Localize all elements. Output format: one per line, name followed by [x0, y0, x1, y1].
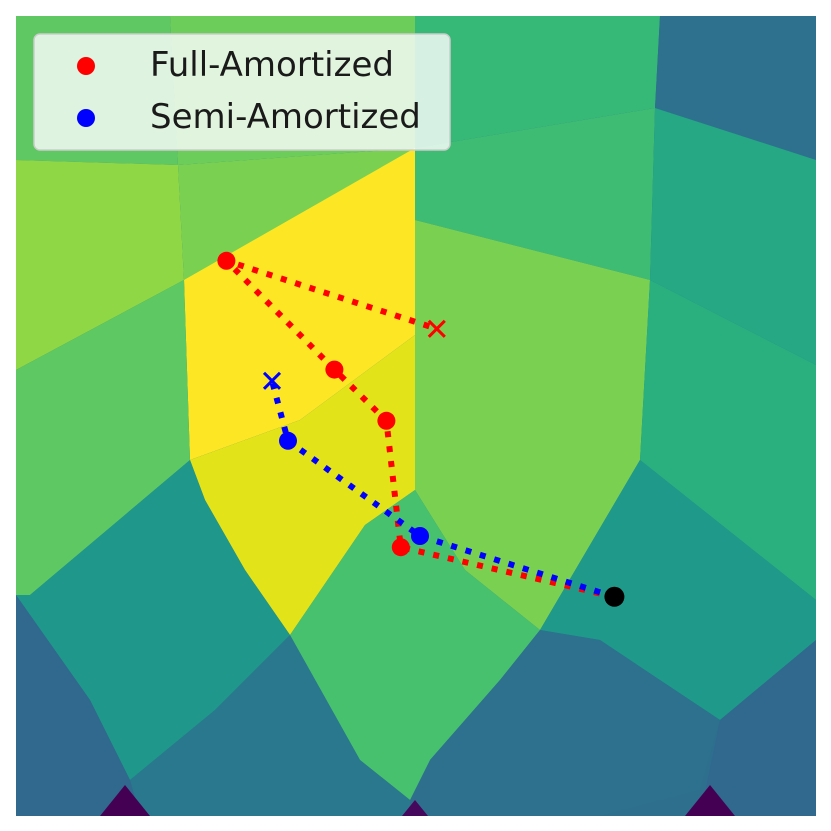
- point-full-amortized-4: [217, 251, 236, 270]
- legend-label-semi-amortized: Semi-Amortized: [150, 97, 421, 137]
- region-min: [100, 785, 150, 816]
- region: [540, 460, 816, 720]
- point-full-amortized-end-x-marker: [427, 319, 446, 338]
- series-layer: [217, 251, 625, 607]
- region: [430, 630, 720, 816]
- legend-label-full-amortized: Full-Amortized: [150, 45, 394, 85]
- series-line-full-amortized: [224, 257, 616, 600]
- region-min: [402, 800, 428, 816]
- legend-marker-full-amortized: [77, 57, 95, 75]
- region: [415, 108, 655, 280]
- legend-box: [33, 33, 451, 151]
- point-full-amortized-1: [391, 538, 410, 557]
- series-line-semi-amortized: [269, 380, 616, 600]
- region: [16, 160, 184, 370]
- region: [190, 335, 415, 635]
- region: [655, 16, 816, 160]
- point-semi-amortized-2: [279, 431, 297, 450]
- point-full-amortized-2: [377, 411, 396, 430]
- region: [130, 635, 410, 816]
- region: [178, 148, 415, 280]
- legend: Full-Amortized Semi-Amortized: [33, 33, 451, 151]
- legend-marker-semi-amortized: [77, 109, 95, 127]
- region: [415, 220, 650, 630]
- region: [640, 280, 816, 600]
- region: [290, 490, 540, 800]
- region: [415, 16, 660, 148]
- region: [16, 280, 190, 595]
- point-semi-amortized-1: [411, 527, 429, 545]
- region: [700, 640, 816, 816]
- start-point: [604, 586, 625, 607]
- region-min: [685, 785, 735, 816]
- point-semi-amortized-end-x-marker: [262, 371, 282, 390]
- region: [16, 595, 140, 816]
- region: [16, 460, 290, 780]
- region-max: [184, 148, 415, 460]
- point-full-amortized-3: [325, 360, 344, 379]
- region: [650, 108, 816, 365]
